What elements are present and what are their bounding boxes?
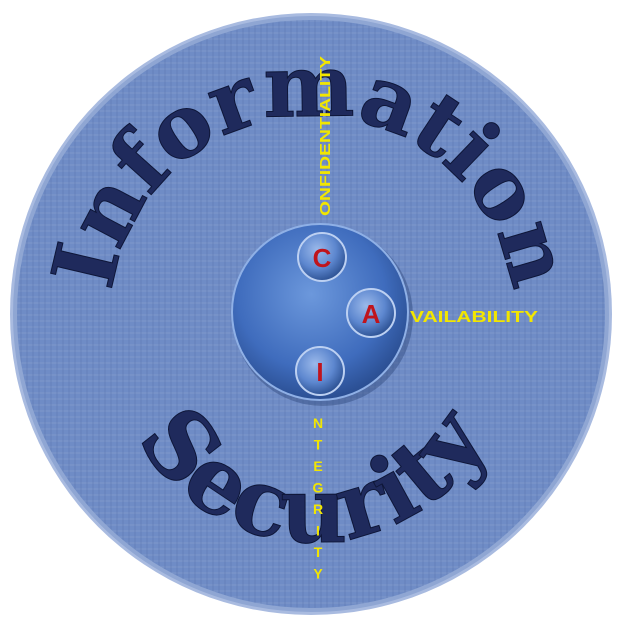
confidentiality-node: C (298, 233, 346, 281)
integrity-letter-7: T (314, 544, 323, 560)
confidentiality-letter: C (313, 243, 332, 273)
integrity-letter-1: N (313, 415, 323, 431)
availability-label: VAILABILITY (410, 309, 538, 326)
availability-letter: A (362, 299, 381, 329)
confidentiality-label: ONFIDENTIALITY (317, 56, 334, 216)
integrity-letter: I (316, 357, 323, 387)
integrity-letter-6: I (316, 523, 320, 539)
integrity-node: I (296, 347, 344, 395)
integrity-letter-3: E (313, 458, 322, 474)
integrity-letter-2: T (314, 437, 323, 453)
availability-node: A (347, 289, 395, 337)
integrity-letter-4: G (313, 480, 324, 496)
integrity-letter-8: Y (313, 566, 323, 582)
integrity-letter-5: R (313, 501, 323, 517)
